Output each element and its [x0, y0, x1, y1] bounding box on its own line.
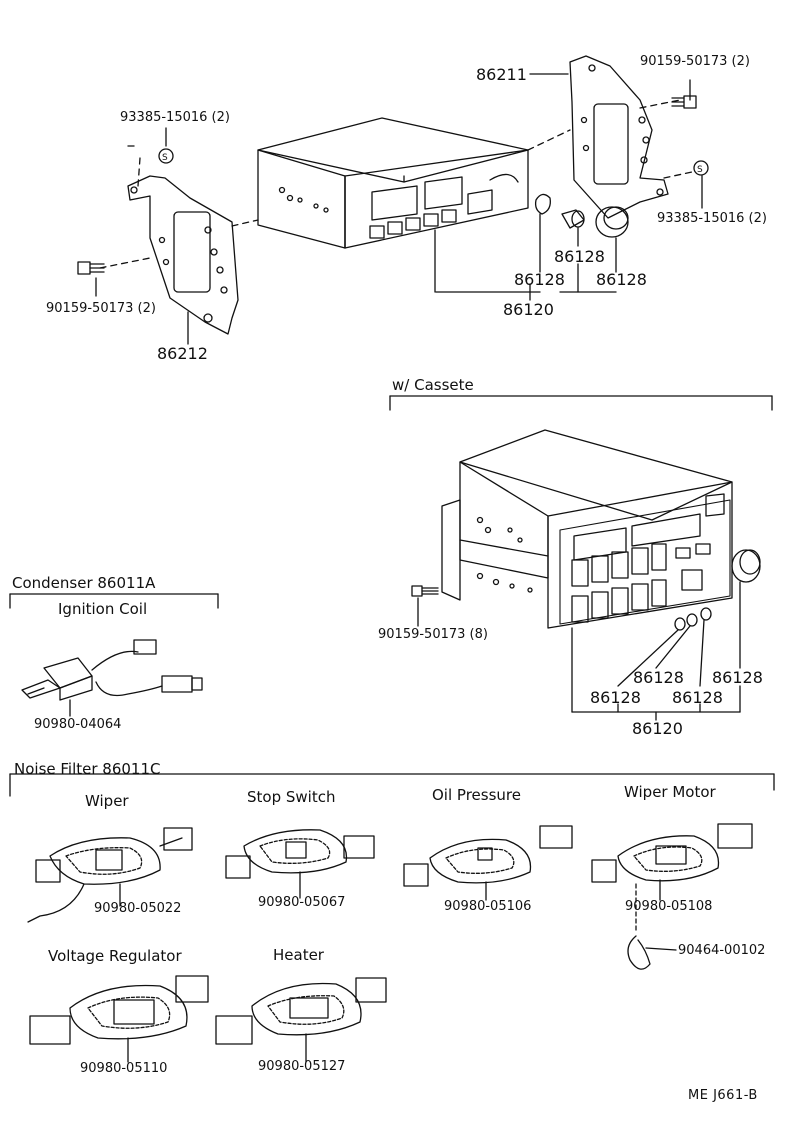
cassette-header: w/ Cassete	[392, 376, 474, 394]
cassette-bracket-line	[389, 395, 773, 411]
filter-voltage-regulator	[29, 975, 209, 1063]
screw-left: S	[158, 148, 174, 164]
label-knob-large: 86128	[596, 270, 647, 289]
filter-wiper	[27, 827, 193, 923]
label-cassette-knob-2: 86128	[712, 668, 763, 687]
filter-heater	[215, 977, 387, 1063]
filter-stop-switch	[225, 829, 375, 899]
filter-pn-wiper: 90980-05022	[94, 901, 182, 916]
condenser-bracket-line	[9, 593, 219, 609]
bracket-right	[569, 55, 669, 219]
knob-large-top	[595, 206, 629, 238]
leaders-top	[95, 73, 703, 345]
filter-wiper-motor	[591, 823, 753, 931]
label-screw-left: 93385-15016 (2)	[120, 110, 230, 125]
label-86211: 86211	[476, 65, 527, 84]
condenser-sub: Ignition Coil	[58, 600, 148, 618]
clamp-90464	[627, 935, 677, 970]
condenser-header: Condenser 86011A	[12, 574, 156, 592]
svg-text:S: S	[162, 153, 168, 163]
label-bolt-left: 90159-50173 (2)	[46, 301, 156, 316]
label-cassette-knob-3: 86128	[590, 688, 641, 707]
screw-right: S	[693, 160, 709, 176]
cassette-knob-small-2	[686, 613, 698, 627]
cassette-knob-large	[731, 549, 761, 583]
filter-pn-wiper-motor: 90980-05108	[625, 899, 713, 914]
noise-filter-header: Noise Filter 86011C	[14, 760, 161, 778]
label-cassette-assembly: 86120	[632, 719, 683, 738]
bolt-left	[77, 261, 105, 275]
label-cassette-knob-1: 86128	[633, 668, 684, 687]
knob-small-top	[534, 193, 551, 215]
radio-unit	[257, 117, 529, 293]
cassette-unit	[441, 429, 733, 713]
filter-pn-oil-pressure: 90980-05106	[444, 899, 532, 914]
bolt-right	[671, 95, 697, 109]
assembly-centerlines	[99, 99, 693, 269]
label-knob-mid: 86128	[554, 247, 605, 266]
filter-label-wiper-motor: Wiper Motor	[624, 783, 716, 801]
filter-label-wiper: Wiper	[85, 792, 129, 810]
filter-pn-heater: 90980-05127	[258, 1059, 346, 1074]
svg-text:S: S	[697, 165, 703, 175]
filter-label-voltage-regulator: Voltage Regulator	[48, 947, 182, 965]
label-bolt-right: 90159-50173 (2)	[640, 54, 750, 69]
noise-filter-bracket-line	[9, 773, 775, 797]
filter-pn-stop-switch: 90980-05067	[258, 895, 346, 910]
label-86212: 86212	[157, 344, 208, 363]
cassette-knob-small-3	[700, 607, 712, 621]
filter-oil-pressure	[403, 825, 573, 901]
filter-label-oil-pressure: Oil Pressure	[432, 786, 521, 804]
bracket-left	[127, 175, 239, 335]
page-code: ME J661-B	[688, 1088, 758, 1103]
condenser-pn: 90980-04064	[34, 717, 122, 732]
leaders-cassette	[417, 581, 741, 721]
cassette-knob-small-1	[674, 617, 686, 631]
condenser-part	[21, 639, 203, 717]
clamp-pn: 90464-00102	[678, 943, 766, 958]
label-knob-small: 86128	[514, 270, 565, 289]
knob-mid-top	[561, 209, 585, 229]
cassette-bolt	[411, 585, 439, 597]
label-cassette-knob-4: 86128	[672, 688, 723, 707]
filter-label-stop-switch: Stop Switch	[247, 788, 336, 806]
label-cassette-bolt: 90159-50173 (8)	[378, 627, 488, 642]
label-screw-right: 93385-15016 (2)	[657, 211, 767, 226]
label-assembly-top: 86120	[503, 300, 554, 319]
filter-pn-voltage-regulator: 90980-05110	[80, 1061, 168, 1076]
filter-label-heater: Heater	[273, 946, 324, 964]
